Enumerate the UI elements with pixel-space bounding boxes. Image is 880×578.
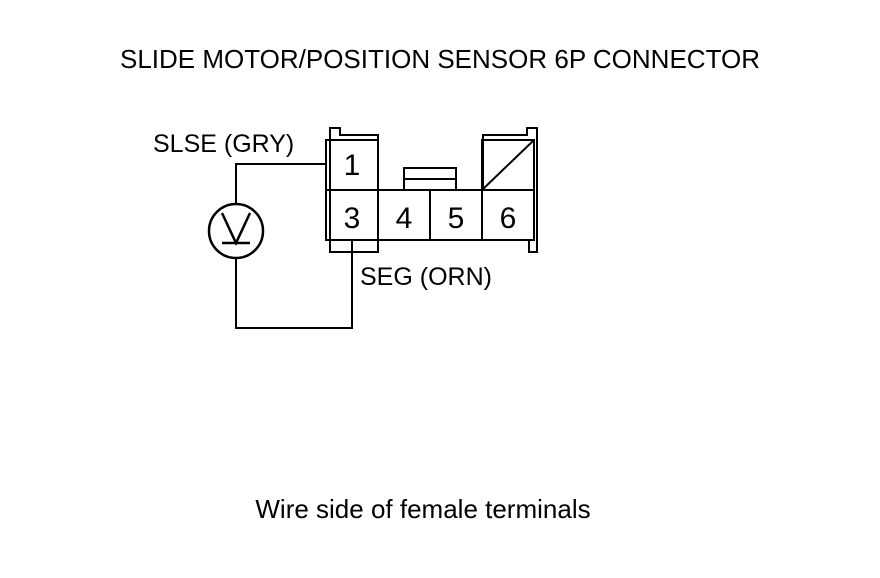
terminal-1-label: 1 (344, 149, 361, 182)
empty-cavity-slash (481, 139, 535, 191)
terminal-5-label: 5 (448, 202, 465, 235)
probe-wire-positive (235, 163, 326, 204)
terminal-3-label: 3 (344, 202, 361, 235)
diagram-caption: Wire side of female terminals (255, 494, 591, 524)
terminal-4-label: 4 (396, 202, 413, 235)
voltmeter-icon (207, 202, 265, 260)
probe-wire-negative (235, 240, 353, 329)
empty-cavity (481, 139, 535, 191)
terminal-6-label: 6 (500, 202, 517, 235)
connector-housing (329, 127, 538, 253)
wire-label-slse: SLSE (GRY) (153, 130, 294, 158)
wire-label-seg: SEG (ORN) (360, 263, 492, 291)
diagram-title: SLIDE MOTOR/POSITION SENSOR 6P CONNECTOR (119, 44, 760, 74)
